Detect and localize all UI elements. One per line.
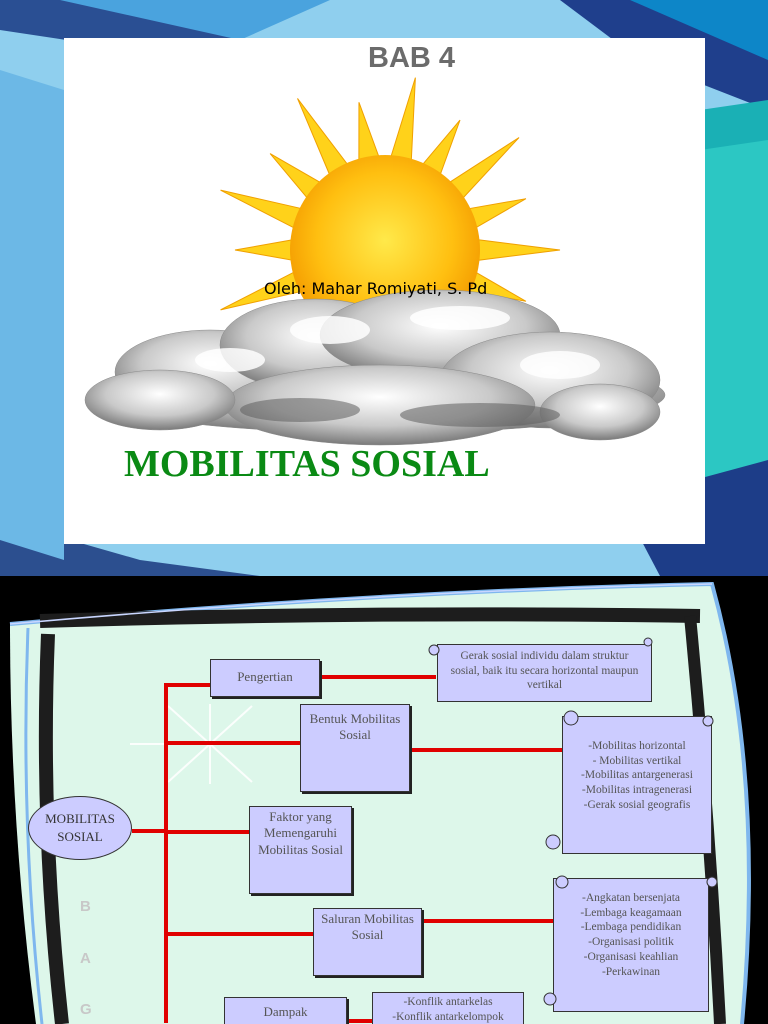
center-node: MOBILITAS SOSIAL xyxy=(28,796,132,860)
sun-cloud-illustration xyxy=(84,77,666,446)
saluran-label: Saluran Mobilitas Sosial xyxy=(321,911,414,943)
bentuk-box: Bentuk Mobilitas Sosial xyxy=(300,704,410,792)
saluran-item: -Organisasi politik xyxy=(588,936,674,949)
bentuk-item: - Mobilitas vertikal xyxy=(592,754,682,767)
dampak-label: Dampak xyxy=(263,1004,308,1019)
bentuk-items-scroll: -Mobilitas horizontal - Mobilitas vertik… xyxy=(562,716,712,854)
sun-ray xyxy=(220,189,306,231)
link-saluran-items xyxy=(420,919,562,923)
title-slide: BAB 4 Oleh: Mahar Romiyati, S. Pd MOBILI… xyxy=(0,0,768,576)
bentuk-item: -Mobilitas horizontal xyxy=(588,740,686,752)
branch-saluran xyxy=(164,932,314,936)
pengertian-box: Pengertian xyxy=(210,659,320,697)
trunk-line xyxy=(164,683,168,1023)
saluran-item: -Organisasi keahlian xyxy=(583,950,679,963)
branch-faktor xyxy=(164,830,250,834)
saluran-item: -Lembaga keagamaan xyxy=(580,906,682,919)
pengertian-desc: Gerak sosial individu dalam struktur sos… xyxy=(450,650,639,692)
saluran-item: -Angkatan bersenjata xyxy=(581,892,681,904)
bentuk-item: -Gerak sosial geografis xyxy=(583,798,691,811)
branch-bentuk xyxy=(164,741,301,745)
author-line: Oleh: Mahar Romiyati, S. Pd xyxy=(264,279,488,298)
sun-ray xyxy=(473,238,561,262)
dampak-box: Dampak xyxy=(224,997,347,1024)
saluran-item: -Perkawinan xyxy=(601,965,661,978)
side-letter-b: B xyxy=(80,898,91,915)
main-connector xyxy=(132,829,166,833)
side-letter-a: A xyxy=(80,950,91,967)
center-node-label: MOBILITAS SOSIAL xyxy=(45,810,115,844)
link-pengertian-desc xyxy=(318,675,436,679)
sun-ray xyxy=(389,77,416,165)
dampak-item: -Konflik antarkelas xyxy=(403,996,493,1008)
bentuk-label: Bentuk Mobilitas Sosial xyxy=(309,711,401,743)
side-letter-g: G xyxy=(80,1001,92,1018)
branch-pengertian xyxy=(164,683,212,687)
pengertian-desc-scroll: Gerak sosial individu dalam struktur sos… xyxy=(437,644,652,702)
dampak-items-scroll: -Konflik antarkelas -Konflik antarkelomp… xyxy=(372,992,524,1024)
pengertian-label: Pengertian xyxy=(237,669,293,684)
slide-title: MOBILITAS SOSIAL xyxy=(124,443,490,485)
saluran-box: Saluran Mobilitas Sosial xyxy=(313,908,422,976)
link-bentuk-items xyxy=(410,748,564,752)
sun-ray xyxy=(234,238,297,262)
concept-map-slide: MOBILITAS SOSIAL B A G Pengertian Bentuk… xyxy=(0,576,768,1024)
link-dampak-items xyxy=(345,1019,375,1023)
faktor-label: Faktor yang Memengaruhi Mobilitas Sosial xyxy=(258,809,343,857)
bentuk-item: -Mobilitas intragenerasi xyxy=(581,784,693,797)
dampak-item: -Konflik antarkelompok xyxy=(392,1010,504,1023)
saluran-item: -Lembaga pendidikan xyxy=(580,921,682,934)
sun-ray xyxy=(358,102,381,165)
chapter-heading: BAB 4 xyxy=(368,42,456,74)
bentuk-item: -Mobilitas antargenerasi xyxy=(581,769,693,782)
faktor-box: Faktor yang Memengaruhi Mobilitas Sosial xyxy=(249,806,352,894)
saluran-items-scroll: -Angkatan bersenjata -Lembaga keagamaan … xyxy=(553,878,709,1012)
